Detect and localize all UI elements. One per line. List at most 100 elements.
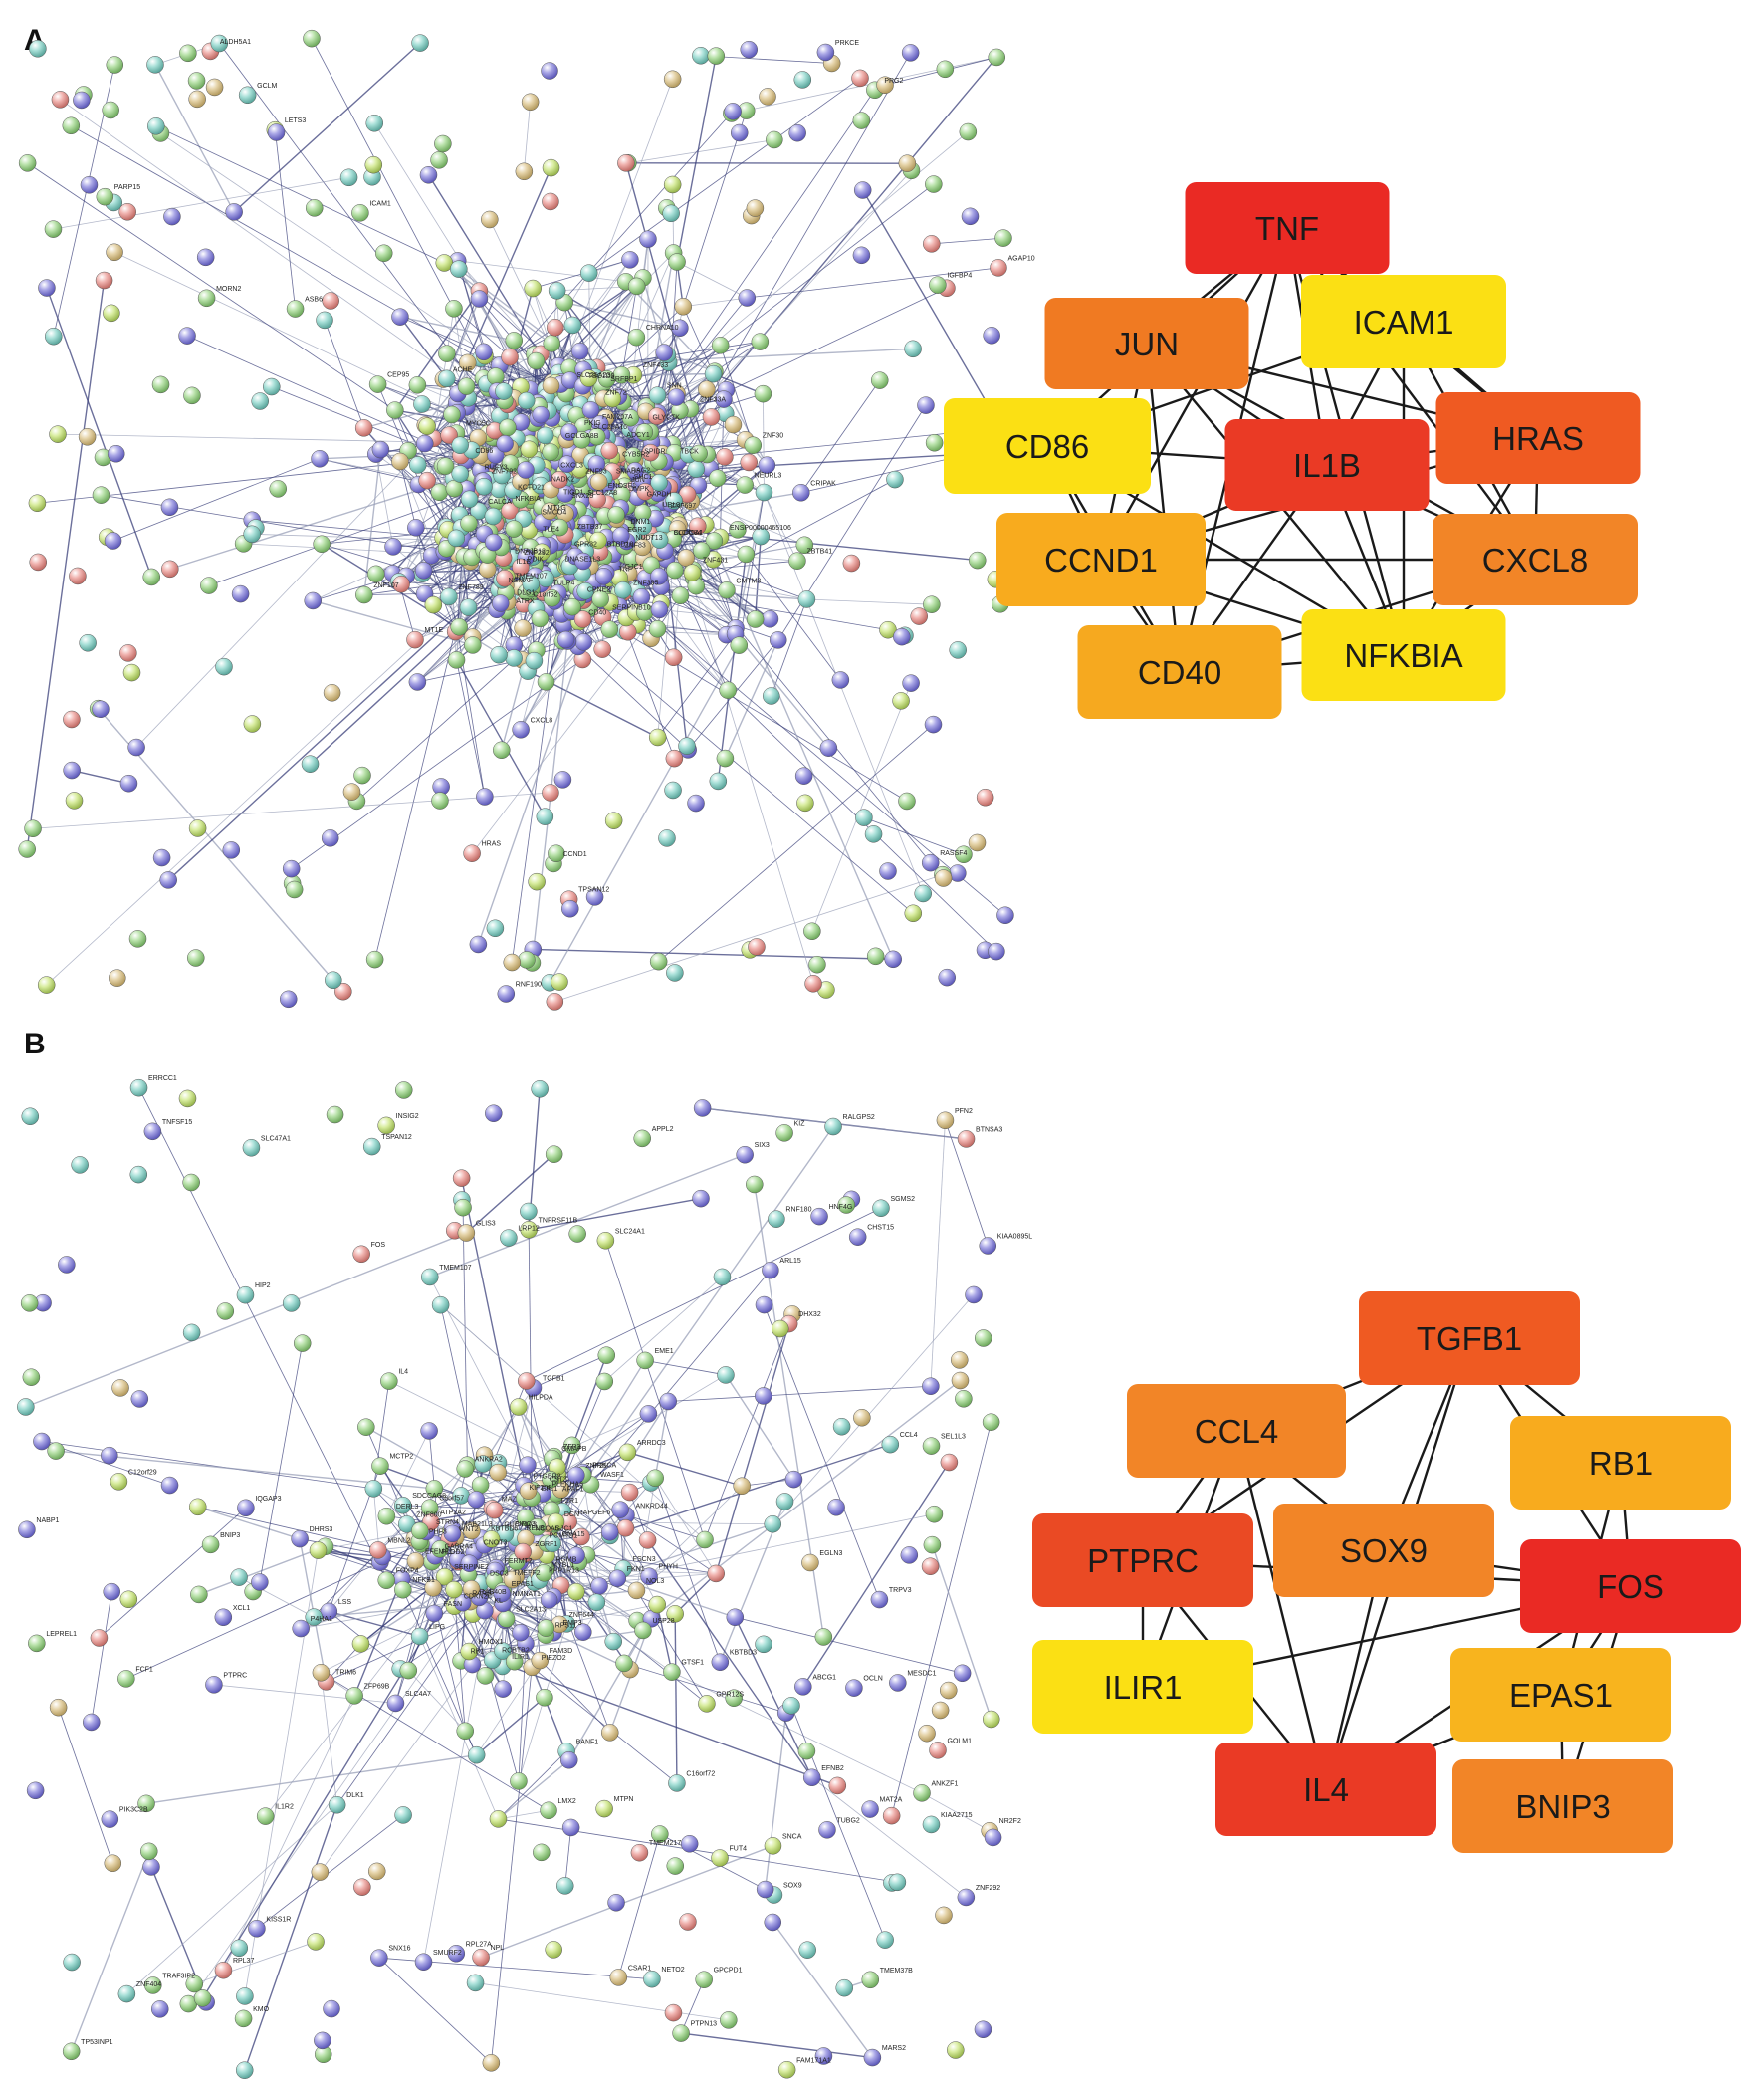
network-edge — [475, 1982, 729, 2021]
network-node — [63, 710, 81, 729]
network-edge — [862, 189, 1002, 429]
network-node — [386, 401, 404, 419]
network-node — [852, 112, 871, 129]
network-node — [312, 1664, 331, 1682]
network-node-label: ZNF789 — [458, 584, 483, 591]
network-node-label: SHC1 — [634, 474, 653, 481]
network-edge — [772, 1294, 975, 1525]
network-node — [489, 1463, 507, 1482]
network-node — [518, 1372, 536, 1390]
network-node-label: UBL3 — [663, 502, 681, 509]
network-node — [406, 630, 424, 649]
network-node — [497, 985, 516, 1003]
network-node — [282, 1294, 301, 1312]
network-node — [464, 636, 482, 654]
network-node — [411, 34, 429, 52]
network-node — [391, 452, 409, 471]
network-edge — [423, 570, 501, 604]
network-node — [92, 700, 110, 719]
network-node-label: GLYCTK — [652, 414, 680, 421]
network-node — [496, 434, 514, 453]
network-node — [505, 520, 523, 538]
network-edge — [33, 792, 551, 829]
network-node — [990, 259, 1007, 277]
network-node — [394, 1580, 412, 1599]
ppi-network-a: ZNF697ZNF33ATBCKALDH5A1MT1GMT1EZNF395SLC… — [18, 29, 1035, 1011]
network-node — [788, 123, 806, 142]
network-node — [102, 101, 119, 119]
network-node — [925, 175, 943, 193]
ppi-network-b: PFN2WASF1TRPV3GTSF1KBTBD3ZGRF1TRIM6C6orf… — [17, 1075, 1032, 2079]
network-node — [365, 115, 384, 132]
network-node — [679, 1913, 697, 1931]
network-node — [668, 1774, 686, 1792]
network-edge — [490, 1667, 533, 2063]
network-node — [672, 2024, 690, 2042]
network-node — [434, 134, 452, 153]
network-node-label: ZBTB41 — [806, 549, 832, 556]
network-node — [892, 692, 910, 710]
network-node — [751, 333, 770, 350]
network-node — [371, 1457, 389, 1475]
network-node — [291, 1529, 309, 1548]
network-node — [698, 1695, 716, 1713]
network-node — [595, 1799, 613, 1818]
network-node-label: MT1E — [424, 627, 443, 634]
network-node — [236, 1987, 254, 2005]
network-node-label: CD86 — [475, 448, 493, 455]
network-node — [430, 151, 448, 169]
network-node — [777, 2061, 796, 2079]
network-node — [111, 1379, 129, 1397]
network-node — [615, 1654, 633, 1673]
network-edge — [321, 1672, 338, 1805]
network-edge — [549, 644, 740, 984]
network-node — [650, 600, 669, 619]
network-node — [904, 340, 922, 358]
network-node-label: GPR32 — [574, 542, 597, 549]
network-node — [925, 1505, 944, 1523]
network-edge — [682, 306, 714, 374]
network-node — [659, 1392, 677, 1411]
network-node — [188, 90, 206, 109]
network-node — [900, 1546, 919, 1564]
network-node — [353, 1878, 371, 1896]
network-node — [495, 382, 513, 400]
network-node-label: SNN — [667, 383, 682, 390]
network-node — [29, 553, 47, 572]
network-edge — [604, 1240, 706, 1540]
network-node — [38, 279, 56, 297]
network-node — [719, 681, 737, 699]
network-node — [489, 1810, 508, 1828]
network-node-label: SLC45A1 — [673, 530, 703, 537]
network-node — [638, 1531, 657, 1549]
network-node — [28, 494, 47, 512]
network-node — [968, 833, 987, 852]
network-node-label: ENSP00000465106 — [730, 525, 791, 532]
network-node — [531, 1080, 549, 1098]
network-node — [794, 1678, 812, 1696]
network-node — [510, 1772, 528, 1790]
network-node — [793, 71, 812, 89]
network-node — [881, 1435, 900, 1454]
network-node — [472, 1948, 490, 1967]
network-node — [108, 445, 125, 463]
network-node — [179, 44, 197, 63]
network-edge — [811, 683, 912, 932]
network-node — [399, 1661, 418, 1680]
panel-label-b: B — [24, 1028, 46, 1060]
network-node — [334, 982, 352, 1001]
network-edge — [735, 633, 829, 749]
network-node — [663, 1663, 681, 1681]
network-node — [370, 1949, 388, 1967]
network-node-label: ASB6 — [305, 297, 323, 304]
network-node-label: TMEM107 — [515, 574, 547, 581]
network-node — [460, 514, 478, 533]
network-node — [142, 568, 161, 586]
network-node — [486, 919, 505, 938]
network-edge — [596, 553, 675, 759]
network-node — [267, 123, 286, 141]
network-node — [251, 392, 269, 410]
network-node-label: CPNE2 — [587, 587, 610, 594]
network-node — [938, 968, 956, 987]
network-node — [901, 44, 920, 62]
